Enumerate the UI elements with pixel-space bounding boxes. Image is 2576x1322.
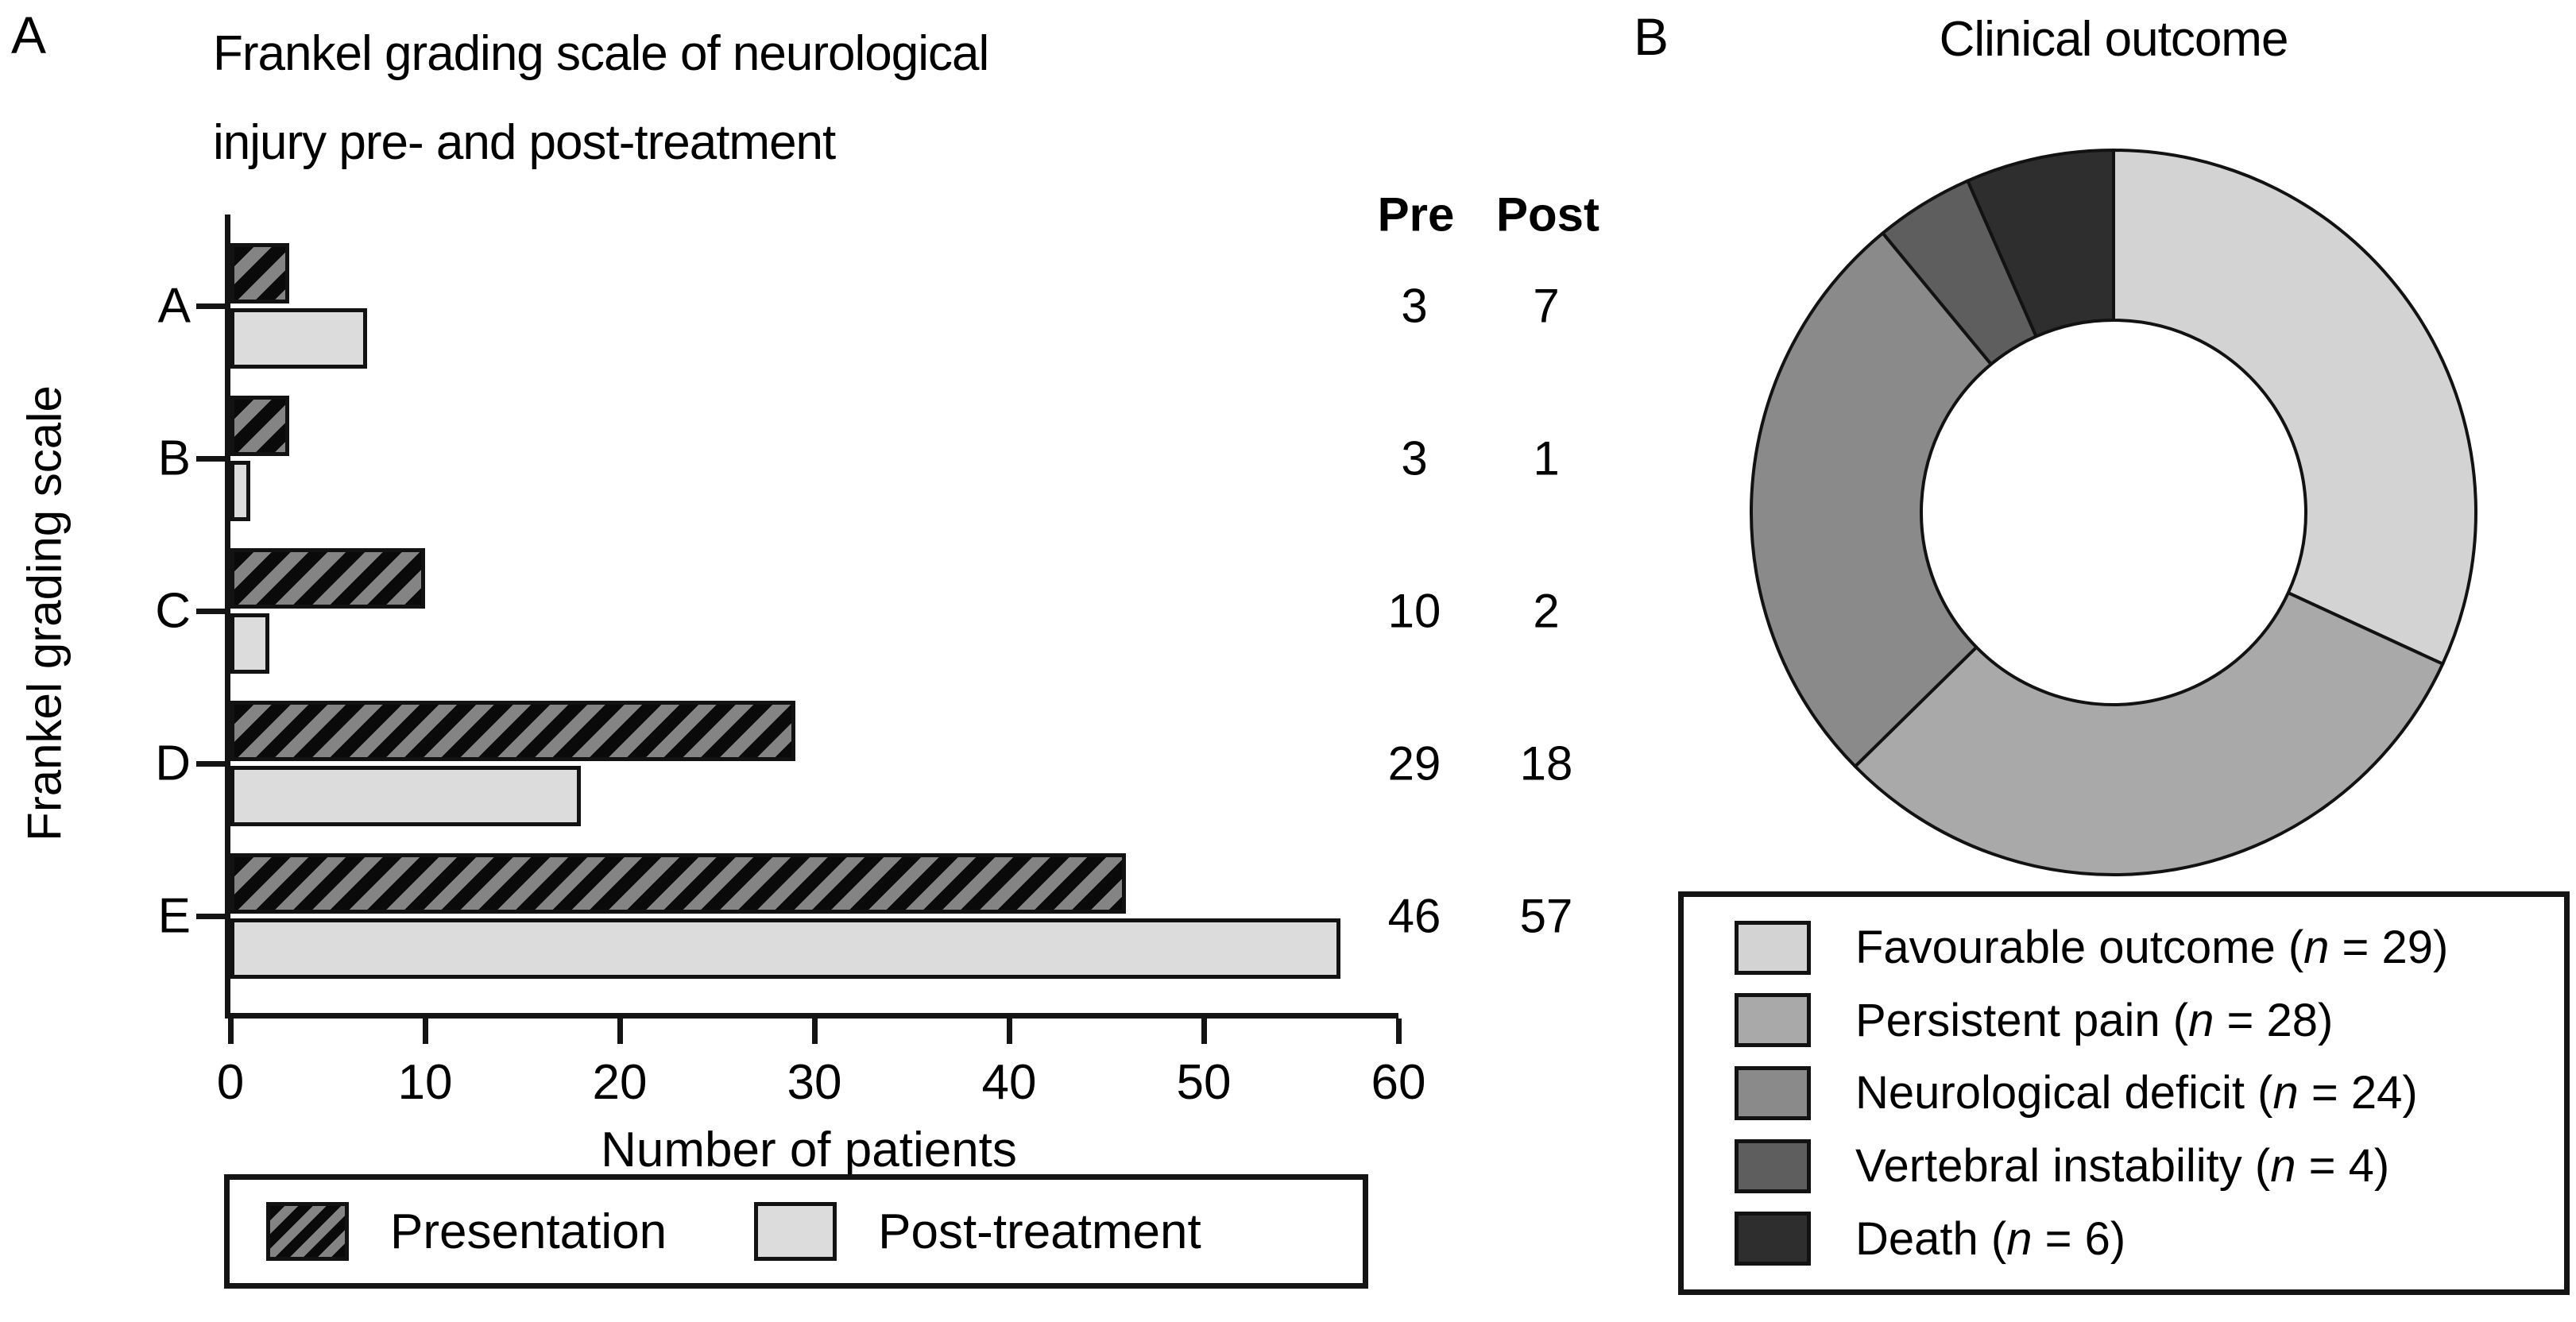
donut-legend: Favourable outcome (n = 29) Persistent pa… [1678, 891, 2570, 1295]
x-tick-0 [228, 1019, 234, 1044]
donut-slice-favourable-outcome [2112, 149, 2477, 666]
bar-post-treatment-b [230, 461, 250, 521]
bar-presentation-e [230, 853, 1126, 914]
post-column-header: Post [1495, 187, 1600, 242]
x-tick-20 [617, 1019, 623, 1044]
panel-a-label: A [11, 6, 47, 64]
x-tick-60 [1396, 1019, 1402, 1044]
pre-column-header: Pre [1377, 187, 1455, 242]
category-label-e: E [157, 888, 191, 944]
presentation-hatch-swatch [266, 1202, 349, 1261]
category-label-c: C [155, 583, 191, 639]
legend-item-presentation: Presentation [266, 1202, 667, 1261]
bar-presentation-a [230, 243, 289, 303]
post-value-e: 57 [1519, 889, 1573, 943]
bar-post-treatment-d [230, 766, 581, 826]
x-tick-label-60: 60 [1371, 1055, 1426, 1110]
x-tick-50 [1201, 1019, 1207, 1044]
category-label-a: A [157, 278, 191, 334]
pre-value-c: 10 [1387, 584, 1441, 638]
legend-item-favourable-outcome: Favourable outcome (n = 29) [1735, 920, 2556, 975]
bar-chart-legend: Presentation Post-treatment [224, 1174, 1368, 1289]
bar-presentation-d [230, 701, 795, 761]
favourable-outcome-swatch [1735, 920, 1811, 975]
pre-value-e: 46 [1387, 889, 1441, 943]
panel-a-title: Frankel grading scale of neurological in… [213, 10, 989, 187]
legend-item-persistent-pain: Persistent pain (n = 28) [1735, 993, 2556, 1048]
category-label-d: D [155, 736, 191, 791]
pre-value-a: 3 [1401, 279, 1428, 333]
panel-b-title: Clinical outcome [1939, 12, 2289, 67]
bar-post-treatment-c [230, 613, 269, 674]
legend-label-death: Death (n = 6) [1855, 1212, 2126, 1265]
bar-presentation-b [230, 396, 289, 456]
donut-chart [1750, 149, 2477, 876]
persistent-pain-swatch [1735, 993, 1811, 1048]
x-tick-label-50: 50 [1176, 1055, 1232, 1110]
x-tick-10 [423, 1019, 428, 1044]
legend-label-vertebral-instability: Vertebral instability (n = 4) [1855, 1140, 2390, 1193]
panel-b-label: B [1634, 7, 1669, 66]
bar-presentation-c [230, 548, 425, 609]
y-axis-label: Frankel grading scale [17, 385, 72, 841]
x-tick-label-40: 40 [981, 1055, 1037, 1110]
panel-a-title-line2: injury pre- and post-treatment [213, 115, 836, 170]
legend-item-post-treatment: Post-treatment [754, 1202, 1201, 1261]
panel-a-title-line1: Frankel grading scale of neurological [213, 26, 989, 81]
death-swatch [1735, 1212, 1811, 1266]
neurological-deficit-swatch [1735, 1065, 1811, 1120]
legend-label-neurological-deficit: Neurological deficit (n = 24) [1855, 1067, 2418, 1119]
y-tick-c [196, 609, 225, 614]
donut-slice-neurological-deficit [1750, 231, 1993, 768]
x-tick-label-20: 20 [592, 1055, 648, 1110]
donut-slice-persistent-pain [1853, 591, 2445, 876]
post-value-d: 18 [1519, 736, 1573, 790]
legend-item-vertebral-instability: Vertebral instability (n = 4) [1735, 1138, 2556, 1193]
category-label-b: B [157, 431, 191, 486]
x-tick-label-10: 10 [397, 1055, 453, 1110]
bar-post-treatment-e [230, 918, 1340, 979]
post-value-c: 2 [1533, 584, 1560, 638]
y-tick-e [196, 914, 225, 919]
legend-label-favourable-outcome: Favourable outcome (n = 29) [1855, 922, 2449, 974]
x-axis-label: Number of patients [601, 1123, 1017, 1177]
y-tick-d [196, 761, 225, 767]
x-tick-label-30: 30 [787, 1055, 842, 1110]
presentation-label: Presentation [390, 1204, 667, 1259]
post-value-b: 1 [1533, 431, 1560, 485]
x-tick-40 [1007, 1019, 1012, 1044]
vertebral-instability-swatch [1735, 1138, 1811, 1193]
bar-post-treatment-a [230, 308, 367, 369]
legend-item-neurological-deficit: Neurological deficit (n = 24) [1735, 1065, 2556, 1120]
post-treatment-label: Post-treatment [878, 1204, 1201, 1259]
y-tick-b [196, 456, 225, 462]
legend-label-persistent-pain: Persistent pain (n = 28) [1855, 994, 2334, 1046]
x-tick-30 [812, 1019, 818, 1044]
bar-chart-plot: A B C D E 0 10 20 30 40 50 60 [155, 215, 1425, 1110]
post-treatment-swatch [754, 1202, 837, 1261]
donut-slice-death [1966, 149, 2115, 338]
pre-value-d: 29 [1387, 736, 1441, 790]
pre-value-b: 3 [1401, 431, 1428, 485]
y-tick-a [196, 303, 225, 309]
x-tick-label-0: 0 [216, 1055, 245, 1110]
post-value-a: 7 [1533, 279, 1560, 333]
legend-item-death: Death (n = 6) [1735, 1212, 2556, 1266]
